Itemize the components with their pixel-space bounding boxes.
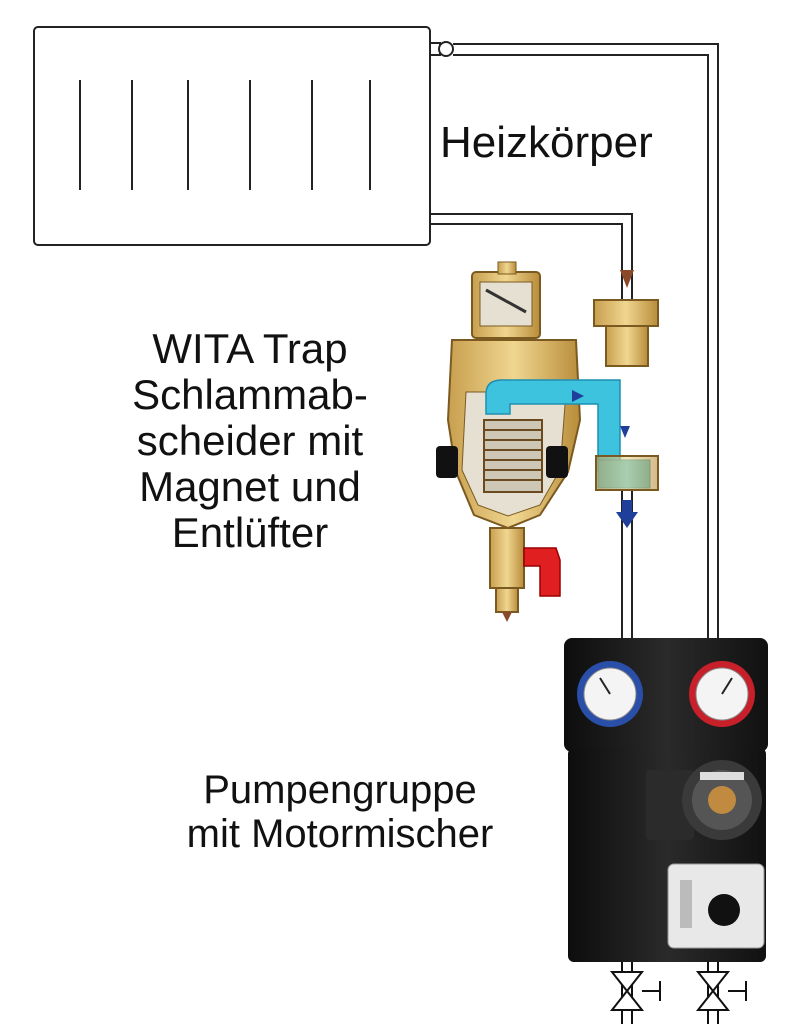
flow-arrow-icon [616, 500, 638, 528]
pump-label-line: mit Motormischer [140, 812, 540, 856]
motor-mixer-icon [668, 864, 764, 948]
trap-label-line: Schlammab- [100, 372, 400, 418]
sludge-separator [436, 262, 658, 622]
drain-valve [490, 528, 524, 588]
radiator-valve-icon [430, 42, 453, 56]
radiator [34, 27, 453, 245]
magnet-coil [484, 420, 542, 492]
magnet-clamp-right [546, 446, 568, 478]
pump-group [564, 638, 768, 962]
outlet-fitting [596, 456, 658, 490]
pump-group-label: Pumpengruppe mit Motormischer [140, 768, 540, 856]
pump-label-line: Pumpengruppe [140, 768, 540, 812]
inlet-fitting [594, 300, 658, 326]
drain-valve-handle [524, 548, 560, 596]
trap-label-line: WITA Trap [100, 326, 400, 372]
trap-label-line: Magnet und [100, 464, 400, 510]
supply-gauge-icon [689, 661, 755, 727]
radiator-label: Heizkörper [440, 118, 653, 168]
shutoff-valve-right-icon [698, 962, 746, 1024]
trap-label-line: scheider mit [100, 418, 400, 464]
magnet-clamp-left [436, 446, 458, 478]
trap-label: WITA Trap Schlammab- scheider mit Magnet… [100, 326, 400, 556]
circulation-pump-icon [646, 760, 762, 840]
return-gauge-icon [577, 661, 643, 727]
trap-label-line: Entlüfter [100, 510, 400, 556]
shutoff-valve-left-icon [612, 962, 660, 1024]
